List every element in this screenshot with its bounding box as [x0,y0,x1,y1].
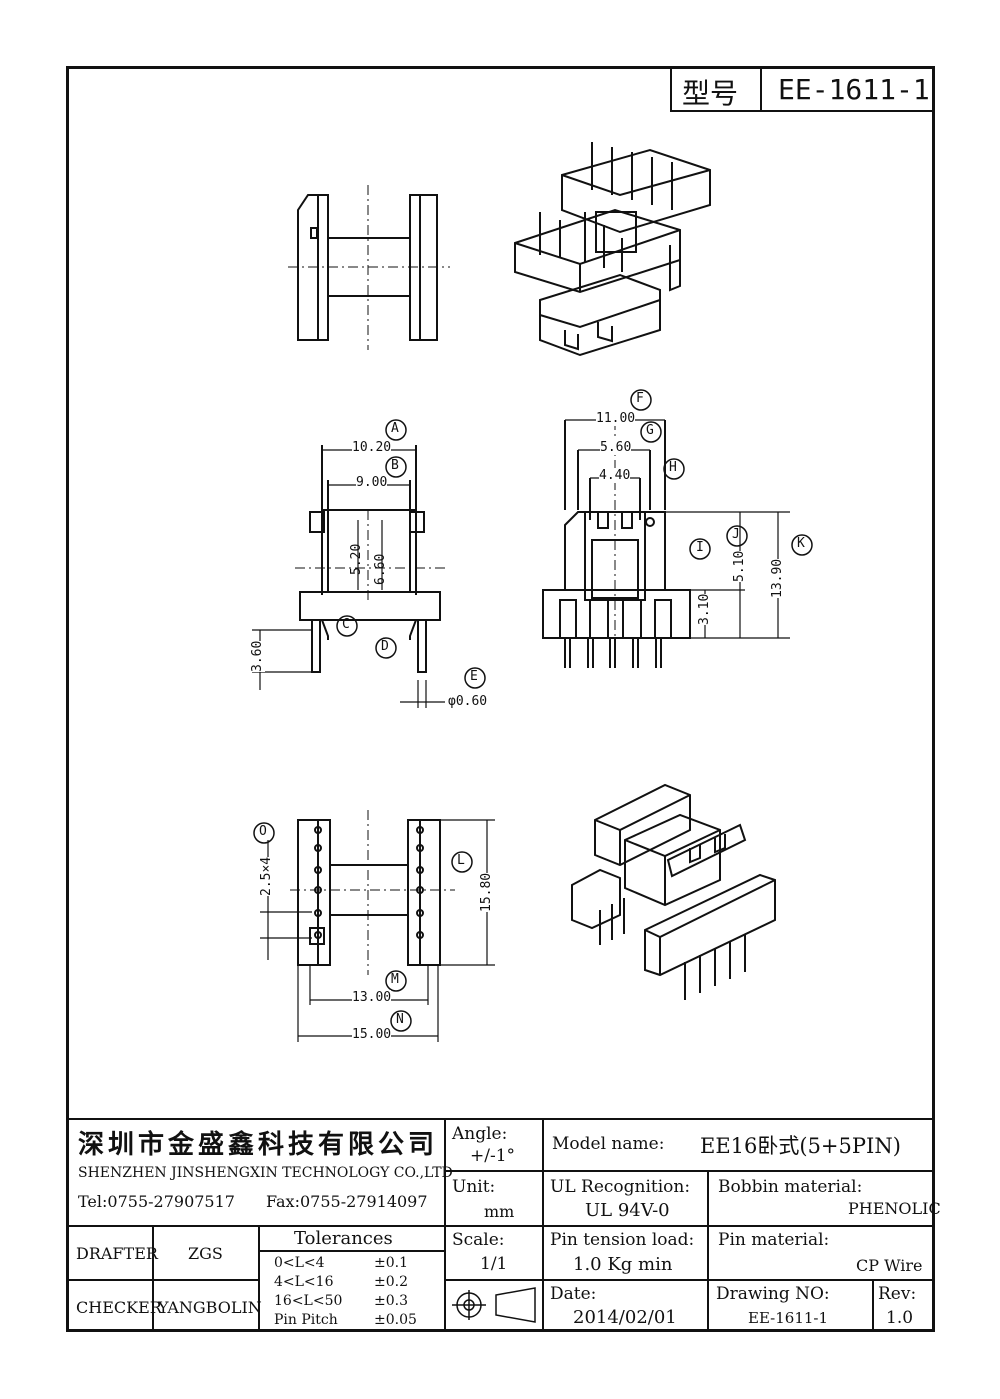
dim-a-value: 10.20 [352,440,392,455]
revision-label: Rev: [878,1284,917,1304]
tolerance-value: ±0.3 [374,1293,408,1309]
dimension-lines [252,419,790,1042]
dim-n-value: 15.00 [352,1027,392,1042]
ul-recognition-label: UL Recognition: [550,1177,691,1197]
technical-drawing [252,142,813,1042]
scale-label: Scale: [452,1230,505,1250]
company-fax: Fax:0755-27914097 [266,1192,428,1211]
dim-e-value: φ0.60 [448,694,488,709]
tolerance-value: ±0.1 [374,1255,408,1271]
date-value: 2014/02/01 [573,1307,677,1328]
scale-value: 1/1 [480,1254,508,1274]
dim-h-value: 4.40 [599,468,631,483]
model-name-value: EE16卧式(5+5PIN) [700,1134,901,1158]
tolerance-range: 16<L<50 [274,1293,343,1309]
tolerance-range: 0<L<4 [274,1255,325,1271]
balloon-k: K [797,536,805,551]
company-name-en: SHENZHEN JINSHENGXIN TECHNOLOGY CO.,LTD [78,1165,453,1181]
balloon-a: A [391,421,399,436]
balloon-b: B [391,458,399,473]
angle-value: +/-1° [470,1146,516,1166]
balloon-f: F [636,391,644,406]
dimension-balloons [253,389,813,1032]
tolerance-value: ±0.05 [374,1312,417,1328]
dim-o-value: 2.5×4 [259,856,274,896]
balloon-m: M [391,972,399,987]
bobbin-material-label: Bobbin material: [718,1177,863,1197]
dim-g-value: 5.60 [600,440,632,455]
dim-l-value: 15.80 [479,872,494,912]
balloon-l: L [457,853,465,868]
balloon-g: G [646,423,654,438]
ul-recognition-value: UL 94V-0 [585,1200,670,1221]
balloon-c: C [342,617,350,632]
pin-tension-label: Pin tension load: [550,1230,695,1250]
checker-value: YANGBOLIN [158,1298,262,1317]
model-header-divider [760,67,762,112]
balloon-d: D [381,639,389,654]
pin-tension-value: 1.0 Kg min [573,1254,673,1275]
side-view [288,185,450,350]
balloon-h: H [669,460,677,475]
dim-f-value: 11.00 [596,411,636,426]
dim-k-value: 13.90 [770,558,785,598]
bottom-view [290,810,455,975]
tolerance-range: Pin Pitch [274,1312,338,1328]
dim-520-value: 5.20 [349,543,364,575]
tolerance-range: 4<L<16 [274,1274,334,1290]
dim-660-value: 6.60 [373,553,388,585]
iso-view-top [514,142,711,357]
revision-value: 1.0 [886,1308,914,1328]
dim-360-value: 3.60 [250,640,265,672]
unit-value: mm [484,1202,515,1221]
iso-view-bottom [571,783,776,1000]
dim-j-value: 5.10 [732,550,747,582]
balloon-i: I [696,540,704,555]
model-header-value: EE-1611-1 [778,73,930,106]
date-label: Date: [550,1284,597,1304]
drawing-number-label: Drawing NO: [716,1284,830,1304]
balloon-o: O [259,824,267,839]
dim-m-value: 13.00 [352,990,392,1005]
drawing-frame [66,66,935,1332]
model-header-box [670,67,935,112]
pin-material-value: CP Wire [856,1256,923,1275]
right-front-view [542,420,691,668]
tolerance-value: ±0.2 [374,1274,408,1290]
model-header-label: 型号 [682,77,739,110]
company-name-cn: 深圳市金盛鑫科技有限公司 [78,1130,439,1160]
balloon-j: J [732,527,740,542]
drawing-number-value: EE-1611-1 [748,1309,829,1327]
model-name-label: Model name: [552,1134,665,1154]
bobbin-material-value: PHENOLIC [848,1199,941,1218]
tolerances-title: Tolerances [294,1228,393,1249]
dim-b-value: 9.00 [356,475,388,490]
drafter-value: ZGS [188,1244,223,1263]
balloon-n: N [396,1012,404,1027]
dim-i-value: 3.10 [697,593,712,625]
company-tel: Tel:0755-27907517 [78,1192,235,1211]
pin-material-label: Pin material: [718,1230,830,1250]
drafter-label: DRAFTER [76,1244,158,1263]
front-view [295,445,445,673]
checker-label: CHECKER [76,1298,162,1317]
unit-label: Unit: [452,1177,496,1197]
balloon-e: E [470,669,478,684]
angle-label: Angle: [452,1124,508,1144]
